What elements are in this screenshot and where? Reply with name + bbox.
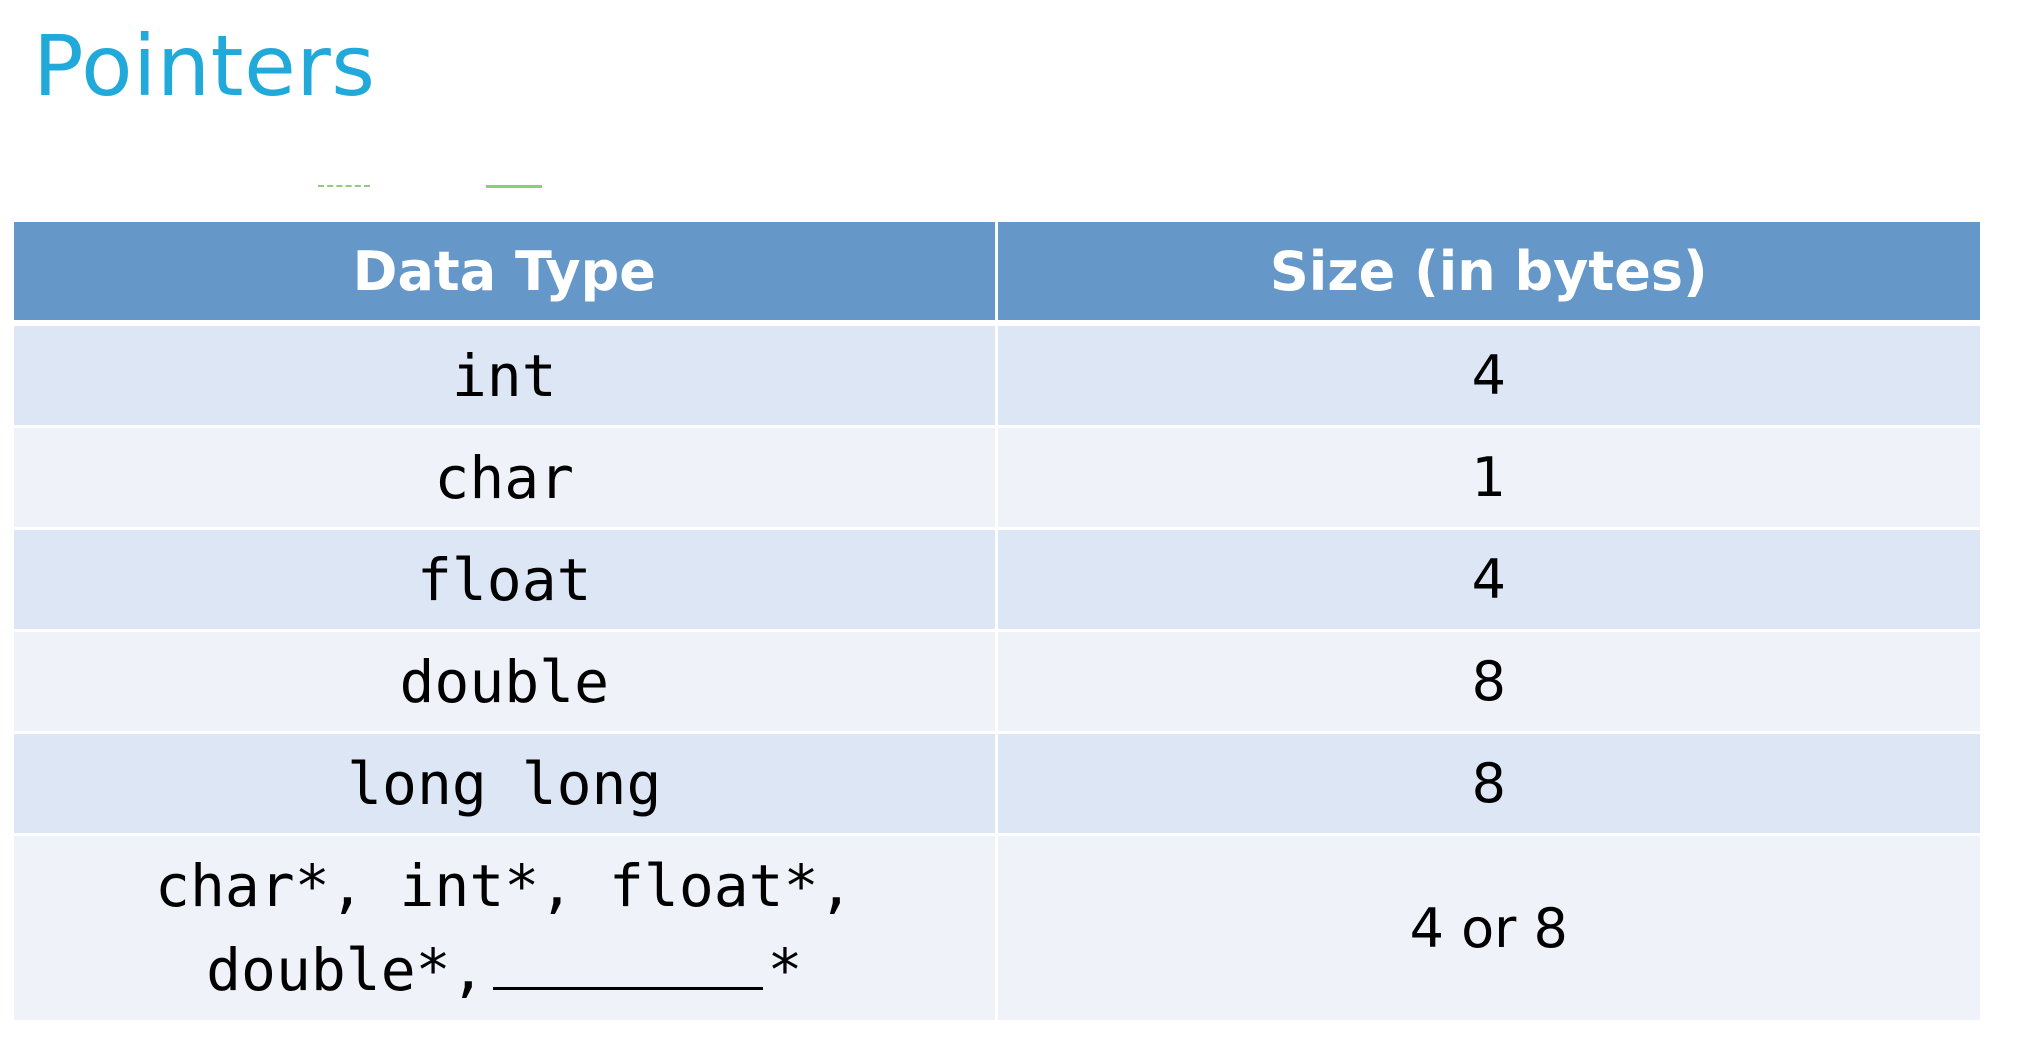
type-cell: double bbox=[14, 630, 998, 734]
table-row: char*, int*, float*, double*, * 4 or 8 bbox=[14, 834, 1980, 1023]
pointer-types-line-2-suffix: * bbox=[767, 936, 803, 1004]
size-cell: 4 bbox=[996, 528, 1980, 632]
table-row: double 8 bbox=[14, 630, 1980, 734]
size-cell: 8 bbox=[996, 732, 1980, 836]
type-cell-pointers: char*, int*, float*, double*, * bbox=[14, 834, 998, 1023]
size-cell: 1 bbox=[996, 426, 1980, 530]
pointer-types-line-1: char*, int*, float*, bbox=[155, 852, 854, 920]
type-cell: float bbox=[14, 528, 998, 632]
dashed-underline-mark bbox=[318, 185, 370, 187]
header-size: Size (in bytes) bbox=[996, 222, 1980, 326]
fill-in-blank bbox=[493, 947, 764, 990]
pointer-types-line-2-prefix: double*, bbox=[206, 936, 486, 1004]
size-cell: 8 bbox=[996, 630, 1980, 734]
size-cell: 4 bbox=[996, 323, 1980, 428]
data-type-size-table: Data Type Size (in bytes) int 4 char 1 f… bbox=[14, 222, 1980, 1023]
header-data-type: Data Type bbox=[14, 222, 998, 326]
table-row: int 4 bbox=[14, 323, 1980, 428]
size-cell: 4 or 8 bbox=[996, 834, 1980, 1023]
slide-title: Pointers bbox=[33, 17, 376, 115]
type-cell: int bbox=[14, 323, 998, 428]
table-row: float 4 bbox=[14, 528, 1980, 632]
solid-underline-mark bbox=[486, 185, 542, 188]
type-cell: long long bbox=[14, 732, 998, 836]
table-header-row: Data Type Size (in bytes) bbox=[14, 222, 1980, 326]
type-cell: char bbox=[14, 426, 998, 530]
pointer-types-line-2: double*, * bbox=[14, 928, 995, 1012]
table-row: char 1 bbox=[14, 426, 1980, 530]
table-row: long long 8 bbox=[14, 732, 1980, 836]
